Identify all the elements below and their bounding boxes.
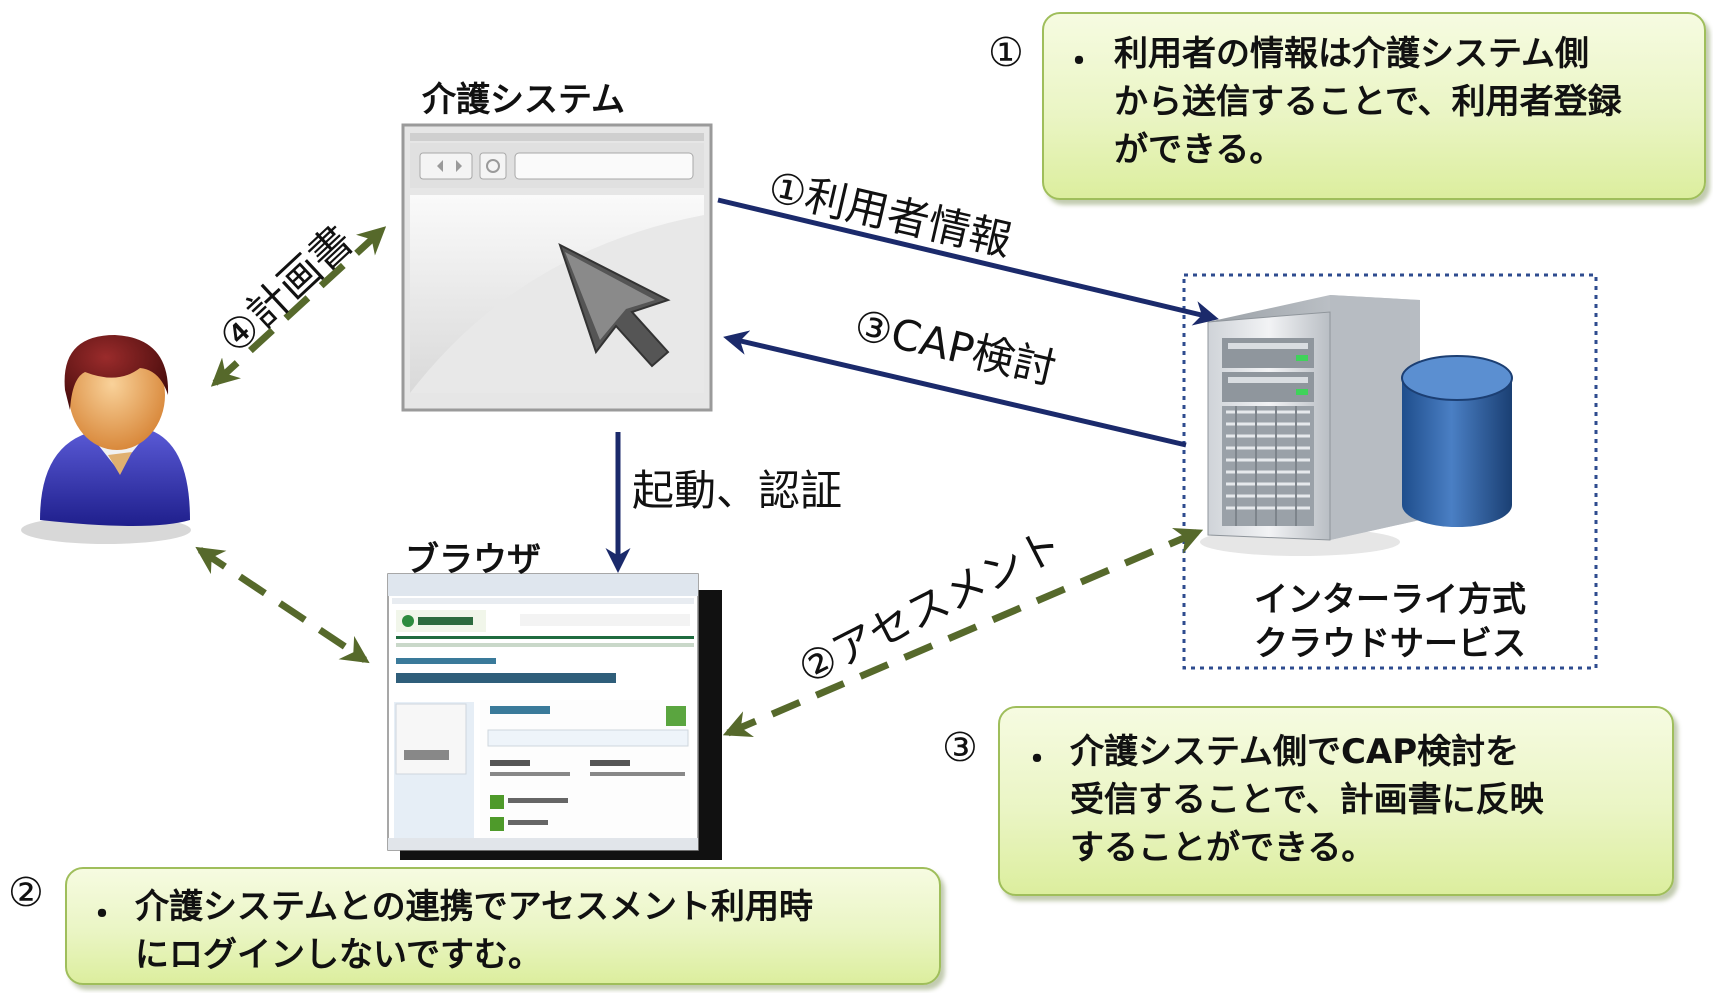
note-2-box: ・ 介護システムとの連携でアセスメント利用時 にログインしないですむ。 [65, 867, 941, 985]
database-cylinder-icon [1401, 355, 1513, 527]
flow-label-assessment: ②アセスメント [790, 519, 1070, 694]
arrow-user-info [717, 197, 1219, 326]
mouse-cursor-icon [558, 242, 671, 368]
note-1-text: 利用者の情報は介護システム側 から送信することで、利用者登録 ができる。 [1114, 34, 1622, 170]
note-2-bullet: ・ [85, 895, 119, 935]
cloud-service-label: インターライ方式 クラウドサービス [1254, 580, 1526, 664]
note-3-box: ・ 介護システム側でCAP検討を 受信することで、計画書に反映 することができる… [998, 706, 1674, 896]
kaigo-system-label: 介護システム [422, 80, 625, 120]
note-1-bullet: ・ [1062, 42, 1096, 82]
browser-screenshot-icon [387, 573, 722, 860]
cloud-service-boundary [1182, 273, 1598, 670]
flow-label-care-plan: ④計画書 [209, 216, 362, 363]
flow-label-cap-review: ③CAP検討 [850, 300, 1061, 394]
user-avatar-icon [21, 335, 191, 544]
note-2-text: 介護システムとの連携でアセスメント利用時 にログインしないですむ。 [135, 887, 813, 975]
note-3-marker: ③ [942, 725, 978, 771]
note-1-box: ・ 利用者の情報は介護システム側 から送信することで、利用者登録 ができる。 [1042, 12, 1706, 200]
browser-window-icon [401, 123, 713, 412]
note-3-bullet: ・ [1020, 740, 1054, 780]
flow-label-user-info: ①利用者情報 [764, 162, 1016, 265]
arrow-user-browser [195, 546, 370, 664]
arrow-assessment [722, 527, 1204, 738]
note-1-marker: ① [988, 30, 1024, 76]
server-icon [1200, 295, 1420, 556]
note-2-marker: ② [8, 870, 44, 916]
note-3-text: 介護システム側でCAP検討を 受信することで、計画書に反映 することができる。 [1070, 732, 1544, 868]
browser-label: ブラウザ [405, 540, 541, 580]
flow-label-launch-auth: 起動、認証 [632, 466, 842, 515]
arrow-care-plan [210, 226, 387, 387]
arrow-cap-review [723, 330, 1187, 448]
